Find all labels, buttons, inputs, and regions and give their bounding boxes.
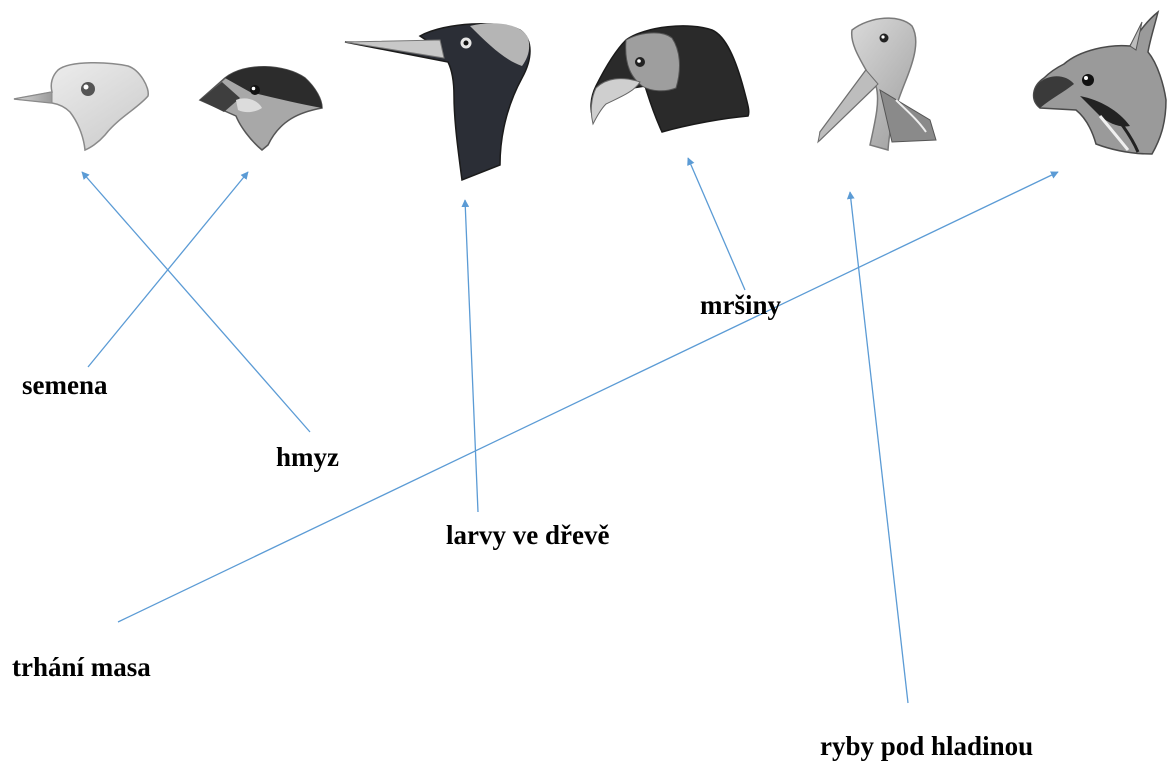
arrow-trhani-masa xyxy=(117,171,1059,623)
woodpecker-head-icon xyxy=(344,23,531,182)
raptor-head-icon xyxy=(1032,10,1167,155)
arrow-ryby-pod-hladinou xyxy=(846,191,909,704)
label-larvy-ve-dreve: larvy ve dřevě xyxy=(446,520,610,550)
arrows xyxy=(81,157,1059,704)
seed-eater-head-icon xyxy=(13,61,149,152)
label-mrsiny: mršiny xyxy=(700,290,781,320)
label-semena: semena xyxy=(22,370,108,400)
label-trhani-masa: trhání masa xyxy=(12,652,151,682)
arrow-mrsiny xyxy=(687,157,746,291)
vulture-head-icon xyxy=(590,25,750,133)
label-hmyz: hmyz xyxy=(276,442,339,472)
insect-eater-head-icon xyxy=(198,66,323,151)
arrow-hmyz xyxy=(81,171,311,433)
pelican-head-icon xyxy=(817,17,937,151)
arrow-larvy-ve-dreve xyxy=(461,199,479,513)
label-ryby-pod-hladinou: ryby pod hladinou xyxy=(820,731,1034,761)
